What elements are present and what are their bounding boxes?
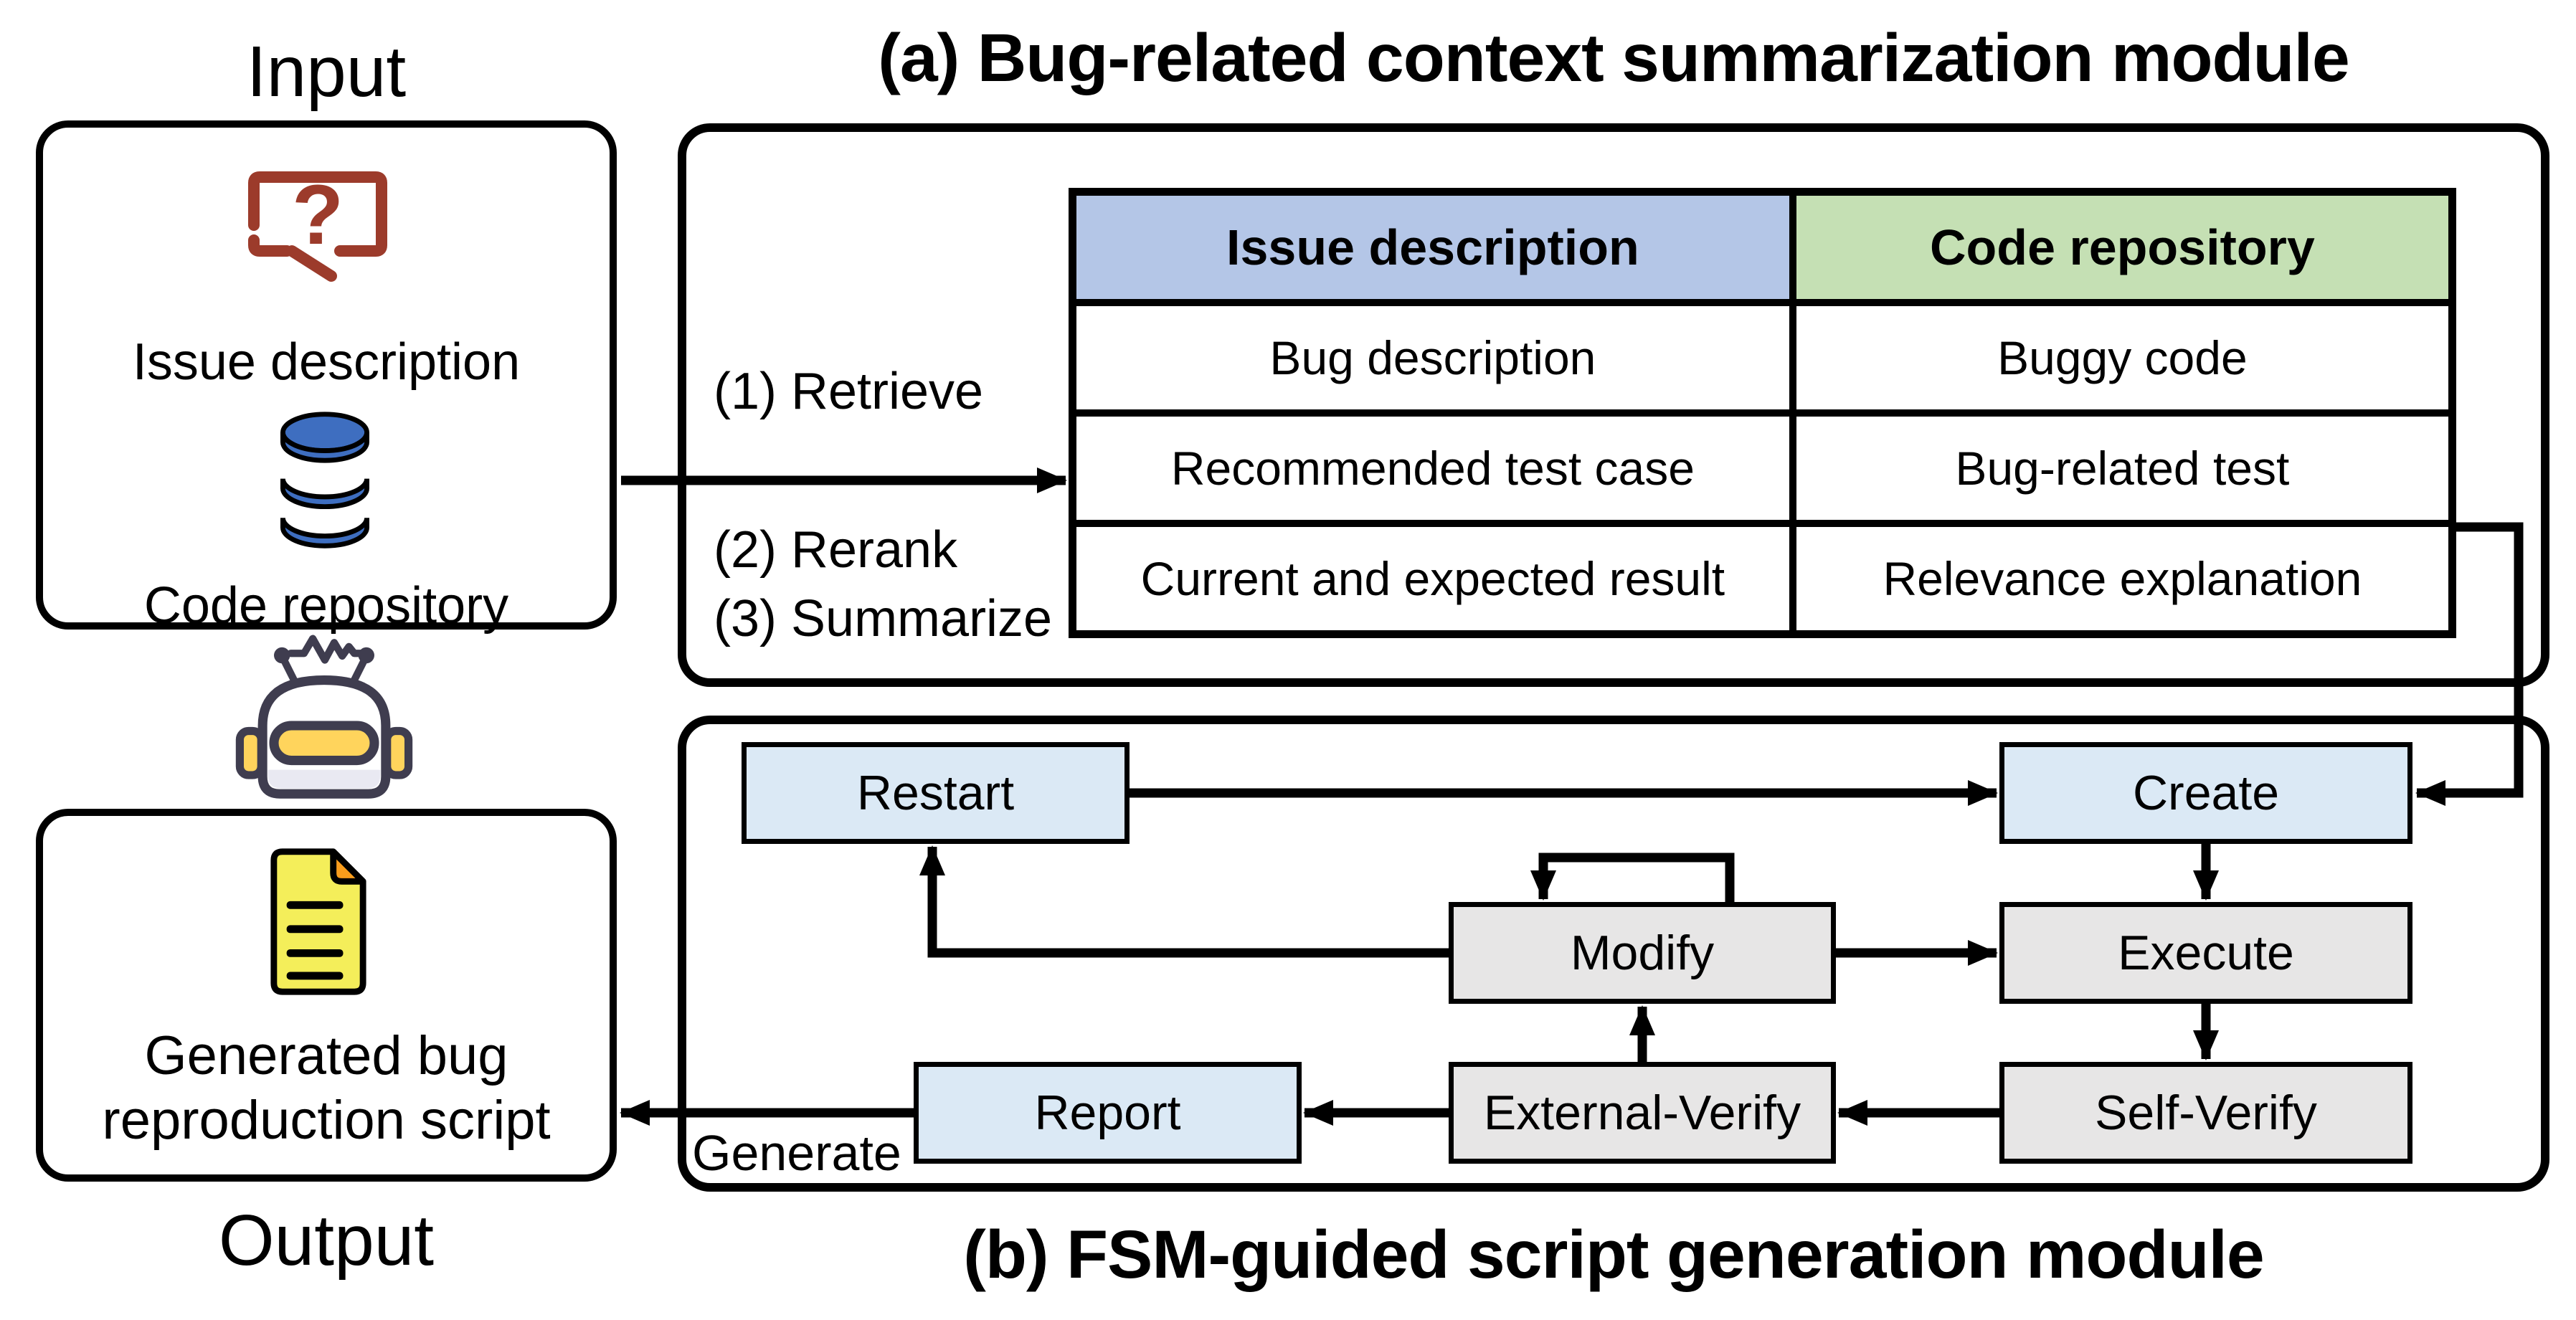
state-external-verify: External-Verify xyxy=(1449,1062,1836,1164)
issue-description-label: Issue description xyxy=(132,333,521,391)
table-cell-bug-description: Bug description xyxy=(1073,303,1793,413)
state-modify: Modify xyxy=(1449,902,1836,1004)
question-bubble-icon: ? xyxy=(248,169,387,282)
table-cell-buggy-code: Buggy code xyxy=(1792,303,2452,413)
step-retrieve-label: (1) Retrieve xyxy=(714,363,984,420)
state-self-verify: Self-Verify xyxy=(1999,1062,2412,1164)
state-restart: Restart xyxy=(742,742,1130,844)
document-icon xyxy=(270,848,366,995)
output-title: Output xyxy=(218,1200,435,1281)
robot-icon xyxy=(235,635,413,799)
output-label-line1: Generated bug xyxy=(144,1025,508,1086)
state-create: Create xyxy=(1999,742,2412,844)
output-label-line2: reproduction script xyxy=(102,1089,551,1151)
table-cell-current-expected: Current and expected result xyxy=(1073,523,1793,634)
state-execute: Execute xyxy=(1999,902,2412,1004)
context-summary-table: Issue description Code repository Bug de… xyxy=(1069,188,2456,638)
generate-edge-label: Generate xyxy=(692,1125,901,1181)
input-title: Input xyxy=(246,31,407,112)
svg-text:?: ? xyxy=(292,169,344,262)
table-cell-recommended-test: Recommended test case xyxy=(1073,413,1793,523)
database-icon xyxy=(280,412,369,549)
table-header-issue: Issue description xyxy=(1073,192,1793,303)
step-rerank-label: (2) Rerank xyxy=(714,521,958,579)
state-report: Report xyxy=(914,1062,1302,1164)
module-b-title: (b) FSM-guided script generation module xyxy=(963,1216,2265,1293)
table-cell-bug-related-test: Bug-related test xyxy=(1792,413,2452,523)
code-repository-label: Code repository xyxy=(143,576,509,635)
table-header-repo: Code repository xyxy=(1792,192,2452,303)
table-cell-relevance-explanation: Relevance explanation xyxy=(1792,523,2452,634)
step-summarize-label: (3) Summarize xyxy=(714,590,1053,647)
module-a-title: (a) Bug-related context summarization mo… xyxy=(878,19,2350,96)
